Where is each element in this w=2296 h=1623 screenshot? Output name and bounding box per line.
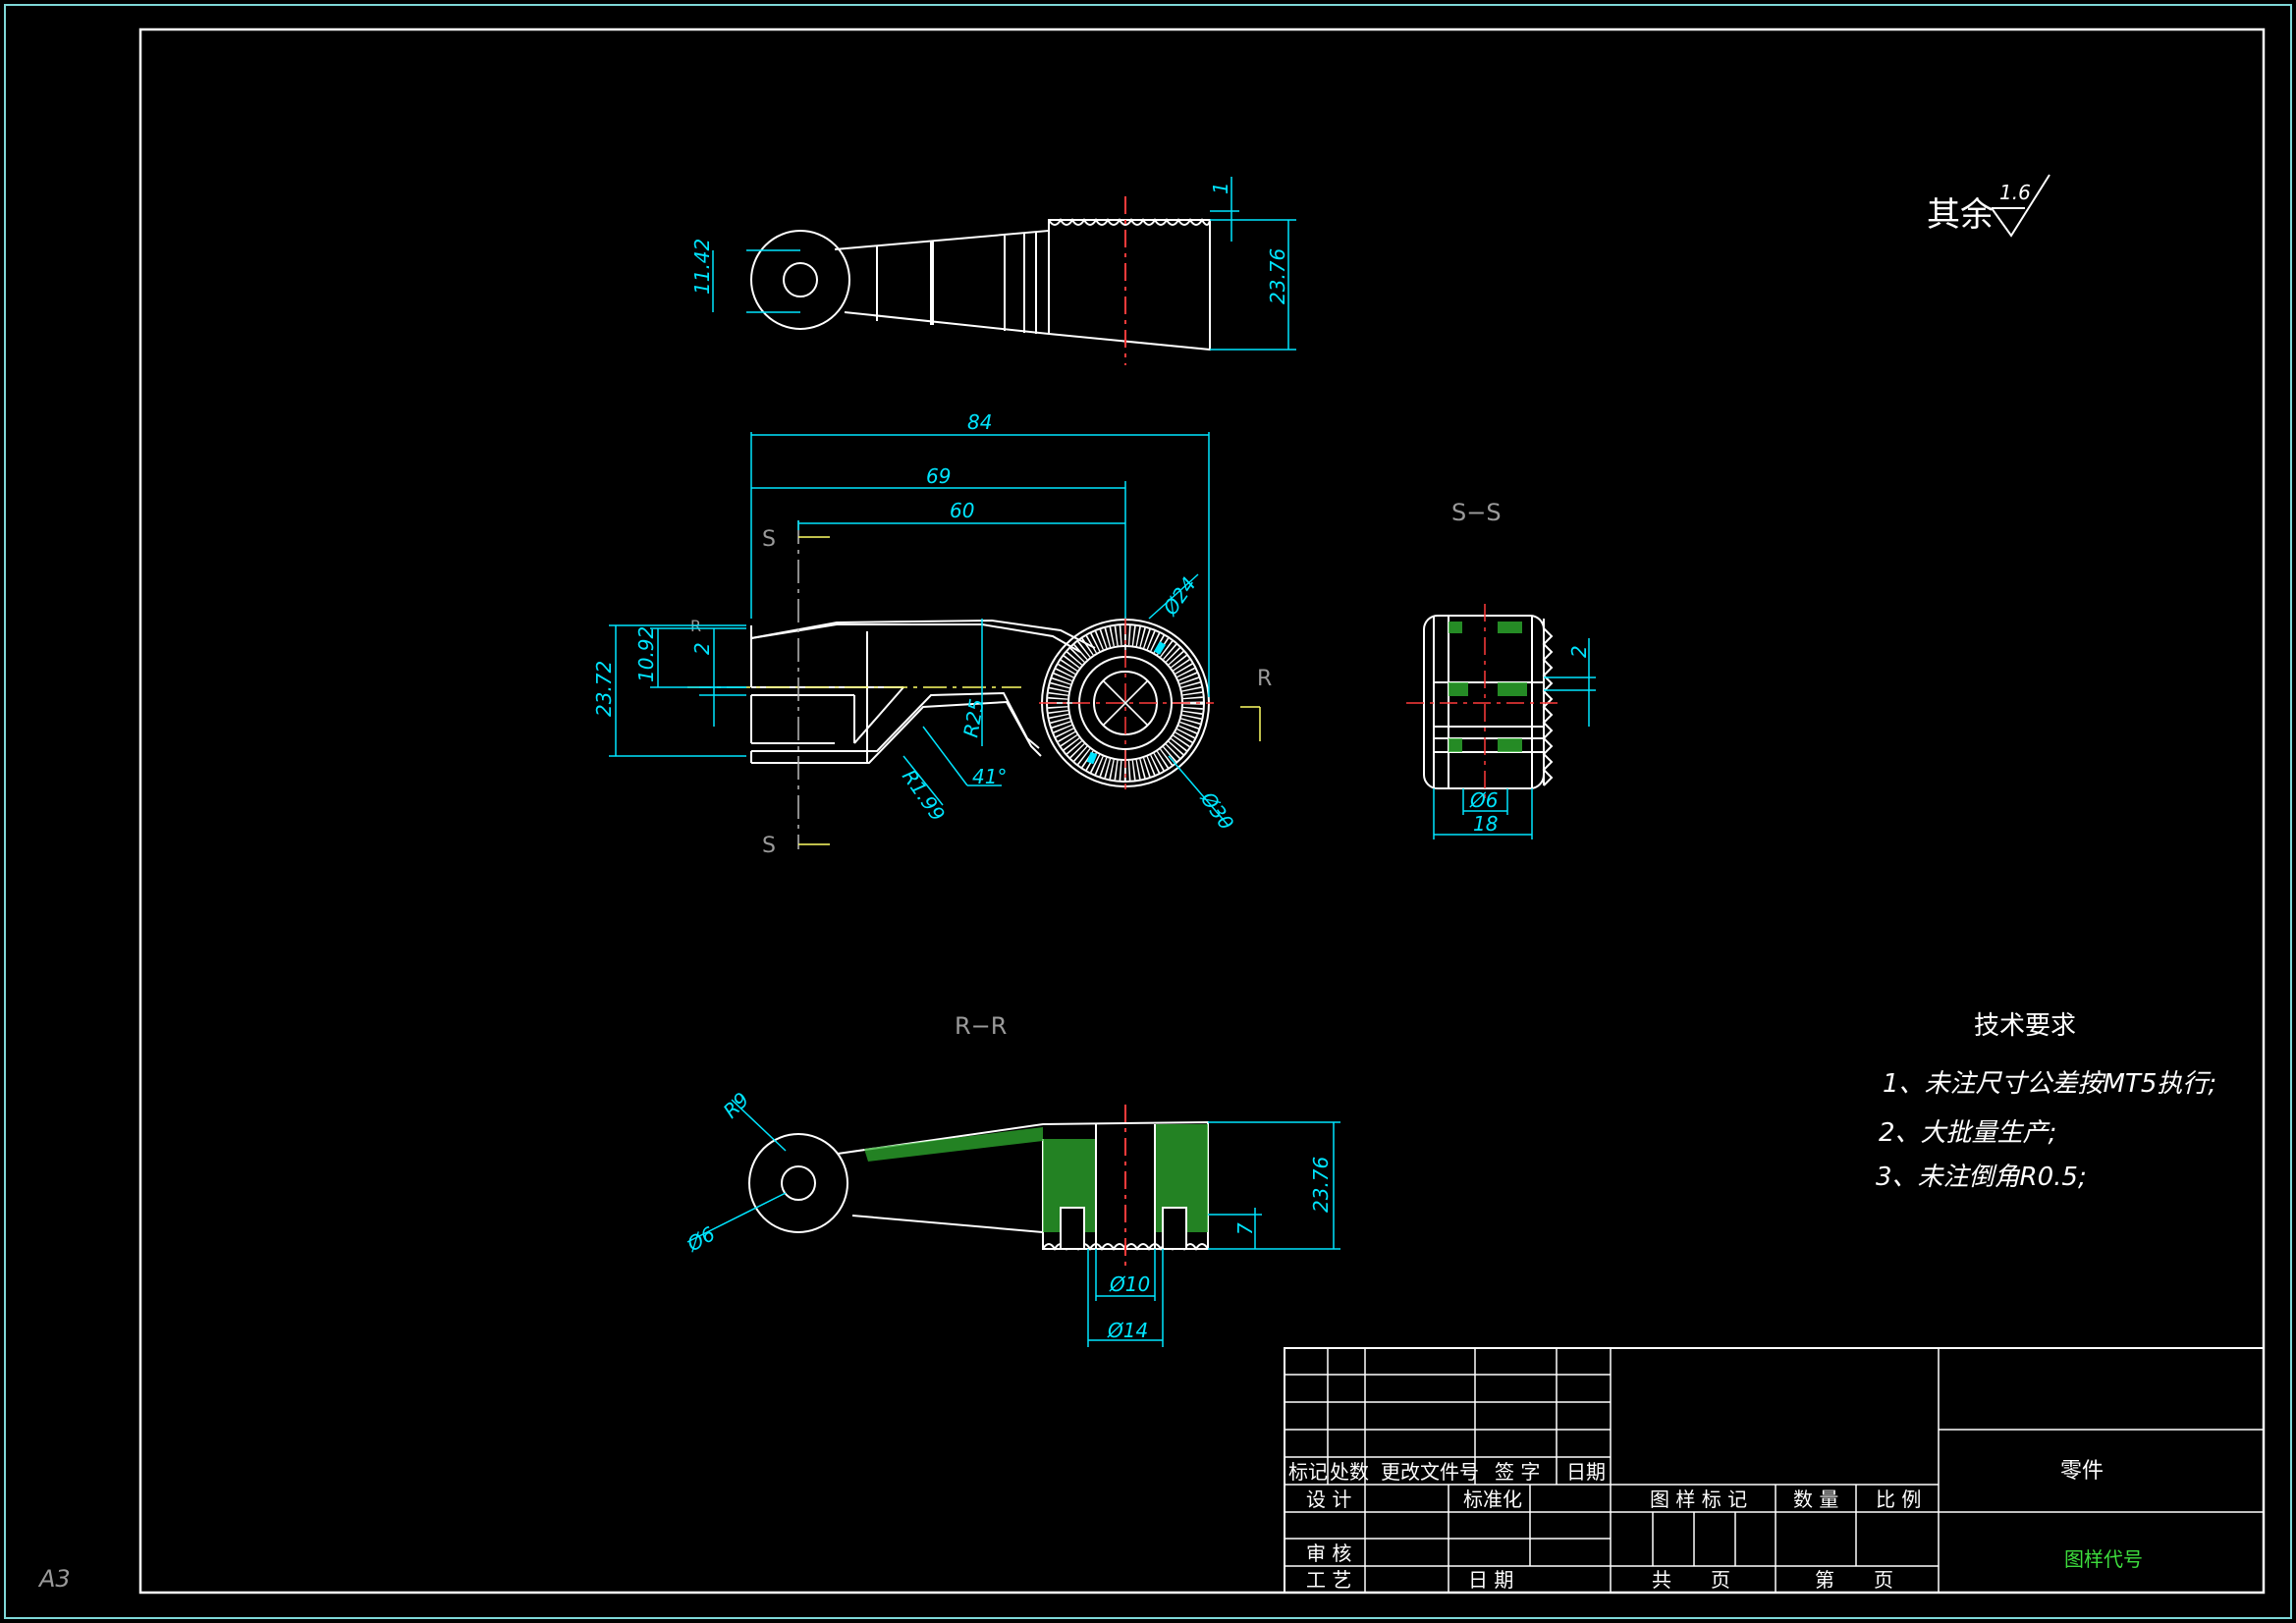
svg-text:日期: 日期 bbox=[1566, 1460, 1606, 1484]
svg-text:R9: R9 bbox=[719, 1088, 754, 1123]
title-block bbox=[1284, 1347, 2265, 1594]
section-r-view: R−R bbox=[683, 1012, 1340, 1347]
svg-text:数 量: 数 量 bbox=[1793, 1488, 1838, 1511]
svg-text:41°: 41° bbox=[972, 765, 1007, 788]
svg-text:2: 2 bbox=[1567, 645, 1591, 658]
svg-text:处数: 处数 bbox=[1330, 1460, 1369, 1484]
svg-text:1.6: 1.6 bbox=[1999, 181, 2031, 204]
svg-text:日 期: 日 期 bbox=[1468, 1568, 1513, 1592]
surface-roughness-note: 其余 1.6 bbox=[1927, 174, 2050, 238]
svg-text:第 页: 第 页 bbox=[1815, 1568, 1893, 1592]
svg-text:R: R bbox=[1257, 667, 1272, 691]
svg-text:更改文件号: 更改文件号 bbox=[1381, 1460, 1479, 1484]
svg-text:Ø6: Ø6 bbox=[1469, 788, 1498, 812]
svg-text:84: 84 bbox=[967, 410, 992, 434]
svg-text:23.72: 23.72 bbox=[592, 661, 616, 717]
svg-text:设 计: 设 计 bbox=[1306, 1488, 1351, 1511]
svg-text:R1.99: R1.99 bbox=[898, 765, 950, 826]
svg-text:18: 18 bbox=[1473, 812, 1498, 836]
svg-text:Ø10: Ø10 bbox=[1109, 1272, 1150, 1296]
svg-text:60: 60 bbox=[950, 499, 974, 522]
svg-text:7: 7 bbox=[1233, 1222, 1257, 1235]
svg-text:23.76: 23.76 bbox=[1266, 248, 1289, 304]
svg-text:2、大批量生产;: 2、大批量生产; bbox=[1879, 1118, 2056, 1148]
svg-text:共 页: 共 页 bbox=[1652, 1568, 1730, 1592]
sheet-frame bbox=[4, 4, 2292, 1619]
top-view: 11.42 23.76 1 bbox=[690, 177, 1296, 365]
svg-text:R−R: R−R bbox=[955, 1012, 1007, 1040]
main-view: S S R R 84 bbox=[592, 410, 1272, 858]
svg-text:其余: 其余 bbox=[1927, 195, 1994, 235]
svg-text:S: S bbox=[762, 834, 776, 858]
svg-text:图样代号: 图样代号 bbox=[2064, 1547, 2143, 1571]
svg-text:签 字: 签 字 bbox=[1495, 1460, 1540, 1484]
svg-text:Ø6: Ø6 bbox=[683, 1221, 720, 1257]
svg-text:比 例: 比 例 bbox=[1876, 1488, 1921, 1511]
svg-text:标准化: 标准化 bbox=[1463, 1488, 1522, 1511]
roughness-symbol-icon bbox=[1991, 174, 2050, 238]
svg-text:审 核: 审 核 bbox=[1306, 1542, 1351, 1565]
svg-text:S: S bbox=[762, 527, 776, 552]
svg-text:技术要求: 技术要求 bbox=[1974, 1011, 2076, 1041]
svg-text:Ø14: Ø14 bbox=[1107, 1319, 1148, 1342]
svg-text:3、未注倒角R0.5;: 3、未注倒角R0.5; bbox=[1876, 1163, 2087, 1192]
sheet-size-label: A3 bbox=[37, 1565, 71, 1593]
svg-text:11.42: 11.42 bbox=[690, 239, 714, 295]
svg-text:1、未注尺寸公差按MT5执行;: 1、未注尺寸公差按MT5执行; bbox=[1883, 1069, 2216, 1099]
svg-text:工 艺: 工 艺 bbox=[1306, 1568, 1351, 1592]
svg-text:Ø24: Ø24 bbox=[1158, 572, 1201, 620]
svg-text:零件: 零件 bbox=[2060, 1459, 2104, 1484]
svg-text:R25: R25 bbox=[958, 697, 988, 739]
technical-requirements: 技术要求 1、未注尺寸公差按MT5执行; 2、大批量生产; 3、未注倒角R0.5… bbox=[1876, 1011, 2216, 1192]
svg-text:69: 69 bbox=[926, 464, 951, 488]
svg-text:23.76: 23.76 bbox=[1309, 1157, 1333, 1213]
svg-text:标记: 标记 bbox=[1288, 1460, 1328, 1484]
svg-text:S−S: S−S bbox=[1451, 499, 1502, 526]
title-block-text: 标记 处数 更改文件号 签 字 日期 设 计 标准化 审 核 工 艺 日 期 图… bbox=[1288, 1459, 2143, 1592]
svg-text:2: 2 bbox=[690, 642, 714, 655]
svg-text:图 样 标 记: 图 样 标 记 bbox=[1650, 1488, 1747, 1511]
section-s-view: S−S bbox=[1406, 499, 1596, 839]
svg-text:1: 1 bbox=[1209, 182, 1232, 194]
svg-text:10.92: 10.92 bbox=[634, 626, 658, 682]
